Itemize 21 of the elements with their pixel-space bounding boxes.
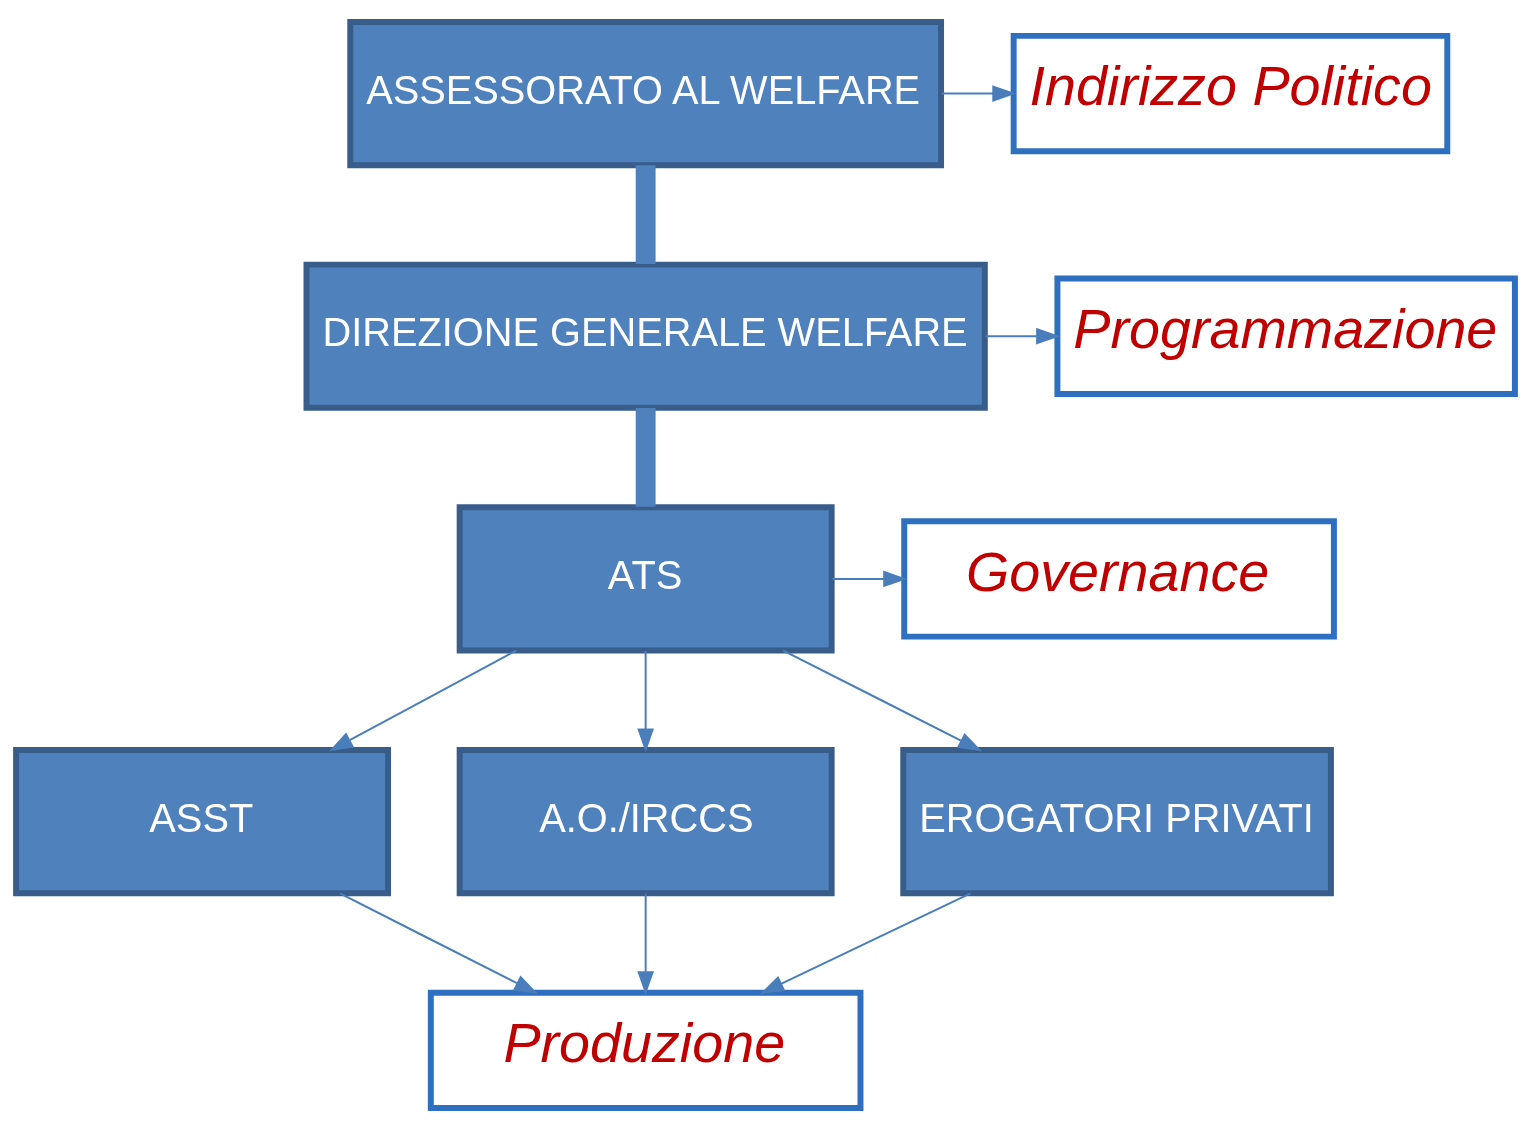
node-box: ATS — [456, 504, 835, 654]
node-box: EROGATORI PRIVATI — [900, 747, 1334, 897]
arrow — [339, 892, 538, 994]
arrow — [782, 649, 982, 752]
connector — [635, 407, 656, 507]
arrow — [940, 85, 1017, 102]
arrow — [637, 649, 654, 753]
node-box: A.O./IRCCS — [456, 747, 835, 897]
node-box: Indirizzo Politico — [1010, 32, 1451, 155]
arrow — [637, 892, 654, 996]
node-box: Programmazione — [1054, 275, 1518, 397]
node-box: DIREZIONE GENERALE WELFARE — [303, 261, 988, 411]
arrow — [329, 649, 518, 752]
node-box: ASST — [13, 747, 392, 897]
arrow — [831, 570, 908, 588]
node-box: Produzione — [427, 989, 864, 1112]
node-box: ASSESSORATO AL WELFARE — [347, 18, 945, 169]
arrow — [984, 327, 1060, 345]
node-box: Governance — [901, 518, 1337, 640]
connector — [635, 165, 656, 265]
arrow — [760, 892, 972, 994]
